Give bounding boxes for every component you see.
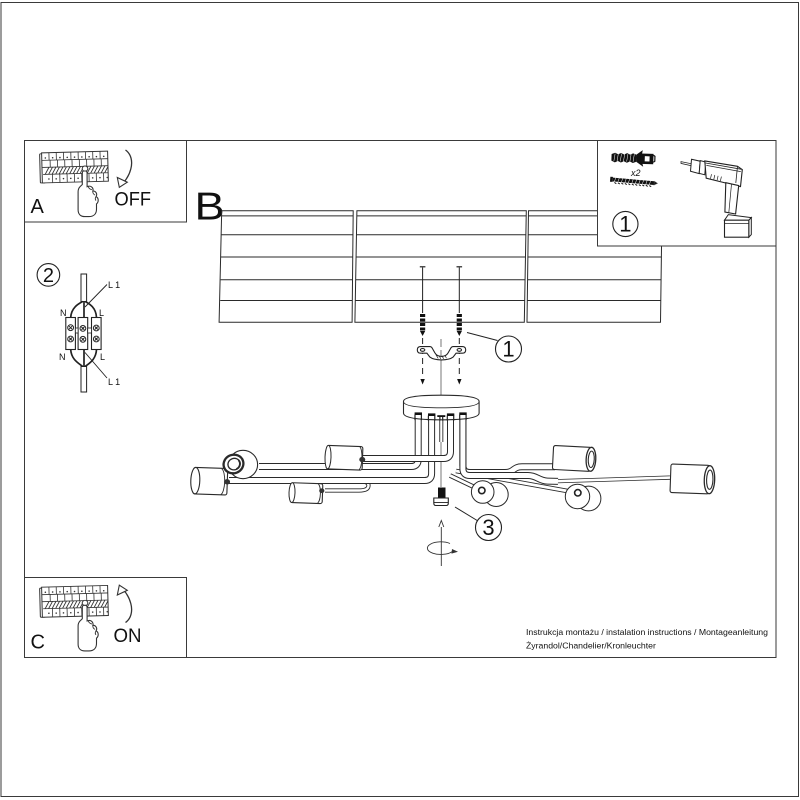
svg-text:Żyrandol/Chandelier/Kronleucht: Żyrandol/Chandelier/Kronleuchter bbox=[526, 641, 656, 651]
svg-text:2: 2 bbox=[43, 265, 54, 287]
svg-text:L 1: L 1 bbox=[108, 280, 120, 290]
svg-text:ON: ON bbox=[114, 626, 142, 647]
svg-text:L: L bbox=[100, 352, 105, 362]
svg-text:OFF: OFF bbox=[115, 189, 152, 210]
svg-text:L 1: L 1 bbox=[108, 377, 120, 387]
svg-text:Instrukcja montażu / instalati: Instrukcja montażu / instalation instruc… bbox=[526, 627, 768, 637]
svg-text:A: A bbox=[31, 196, 45, 218]
svg-text:x2: x2 bbox=[630, 168, 641, 178]
svg-text:1: 1 bbox=[502, 337, 514, 362]
svg-text:N: N bbox=[60, 308, 67, 318]
svg-text:B: B bbox=[195, 184, 225, 227]
svg-text:3: 3 bbox=[482, 515, 494, 540]
svg-text:L: L bbox=[99, 308, 104, 318]
svg-text:1: 1 bbox=[619, 212, 631, 237]
svg-text:C: C bbox=[31, 632, 45, 654]
svg-text:N: N bbox=[59, 352, 66, 362]
